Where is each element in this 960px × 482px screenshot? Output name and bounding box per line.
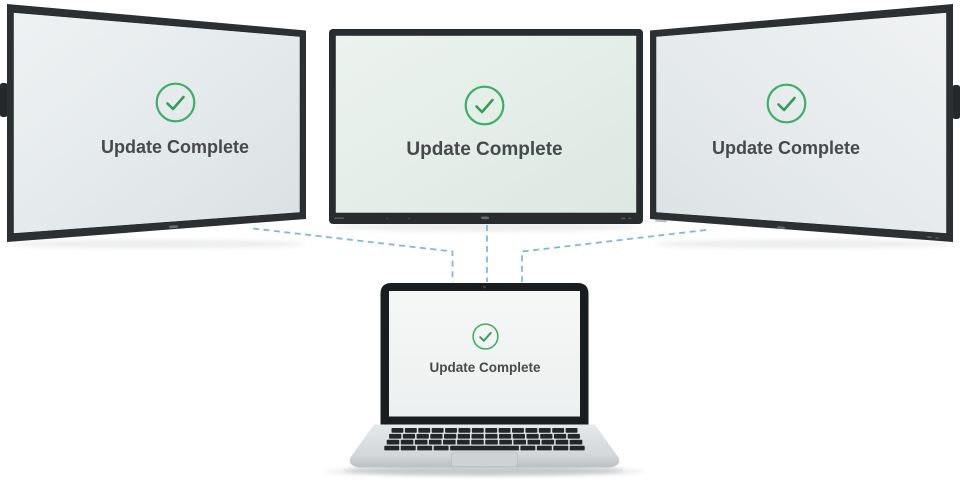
laptop-trackpad	[451, 451, 518, 467]
keyboard-key	[513, 439, 526, 445]
keyboard-key	[402, 433, 416, 439]
keyboard-key	[538, 428, 551, 433]
keyboard-key	[431, 428, 444, 433]
keyboard-key	[458, 428, 471, 433]
connection-lines	[252, 225, 707, 282]
display-right-screen	[655, 12, 947, 234]
laptop-screen	[389, 291, 580, 417]
keyboard-key	[414, 439, 428, 445]
shadow-left	[10, 239, 306, 249]
keyboard-key	[525, 428, 538, 433]
keyboard-key	[471, 433, 484, 439]
keyboard-key	[418, 428, 431, 433]
keyboard-key	[450, 445, 519, 451]
keyboard-key	[553, 445, 569, 451]
keyboard-key	[569, 439, 583, 445]
shadow-right	[654, 239, 950, 249]
laptop-keyboard	[384, 428, 585, 451]
keyboard-key	[386, 439, 400, 445]
keyboard-key	[520, 445, 536, 451]
keyboard-key	[471, 428, 484, 433]
keyboard-key	[485, 428, 498, 433]
display-shadows	[10, 222, 950, 249]
display-center-brand-mark	[334, 217, 344, 219]
keyboard-key	[512, 428, 524, 433]
keyboard-key	[498, 433, 512, 439]
display-center-control-mark	[628, 217, 632, 220]
laptop	[324, 283, 645, 476]
display-center-screen	[335, 35, 637, 214]
display-center-control-mark	[621, 217, 626, 220]
connection-line-left	[252, 227, 454, 282]
keyboard-key	[404, 428, 417, 433]
connection-line-right	[521, 229, 707, 282]
keyboard-key	[445, 428, 457, 433]
laptop-shadow	[344, 465, 625, 476]
keyboard-key	[541, 439, 555, 445]
display-right-control-mark	[926, 236, 932, 239]
keyboard-key	[457, 439, 470, 445]
keyboard-key	[416, 433, 429, 439]
display-left-logo	[169, 225, 178, 229]
keyboard-key	[485, 439, 498, 445]
display-left-side-handle	[0, 83, 8, 117]
keyboard-key	[433, 445, 449, 451]
keyboard-key	[553, 433, 567, 439]
keyboard-key	[569, 445, 585, 451]
keyboard-key	[457, 433, 471, 439]
keyboard-key	[527, 439, 541, 445]
keyboard-key	[384, 445, 400, 451]
display-left	[0, 4, 306, 242]
display-center	[329, 29, 643, 224]
keyboard-key	[498, 428, 511, 433]
display-right-brand-mark	[655, 219, 667, 223]
keyboard-key	[536, 445, 552, 451]
keyboard-key	[391, 428, 404, 433]
keyboard-key	[417, 445, 433, 451]
keyboard-key	[512, 433, 525, 439]
keyboard-key	[400, 445, 416, 451]
keyboard-key	[552, 428, 565, 433]
keyboard-key	[389, 433, 402, 439]
keyboard-key	[471, 439, 484, 445]
display-center-logo	[481, 216, 489, 220]
display-center-bezel-dot	[386, 217, 388, 220]
keyboard-key	[526, 433, 539, 439]
keyboard-key	[430, 433, 443, 439]
keyboard-key	[565, 428, 578, 433]
keyboard-key	[428, 439, 442, 445]
keyboard-key	[444, 433, 457, 439]
shadow-center	[334, 222, 638, 232]
display-center-bezel-dot	[408, 217, 410, 220]
display-left-screen	[13, 12, 301, 234]
webcam-dot	[483, 285, 486, 289]
display-right-control-mark	[935, 236, 939, 239]
display-right-logo	[777, 226, 785, 230]
keyboard-key	[400, 439, 414, 445]
keyboard-key	[567, 433, 580, 439]
keyboard-key	[499, 439, 512, 445]
keyboard-key	[555, 439, 569, 445]
keyboard-key	[443, 439, 456, 445]
display-right	[650, 4, 960, 242]
keyboard-key	[485, 433, 498, 439]
display-right-side-handle	[952, 85, 960, 119]
keyboard-key	[540, 433, 553, 439]
